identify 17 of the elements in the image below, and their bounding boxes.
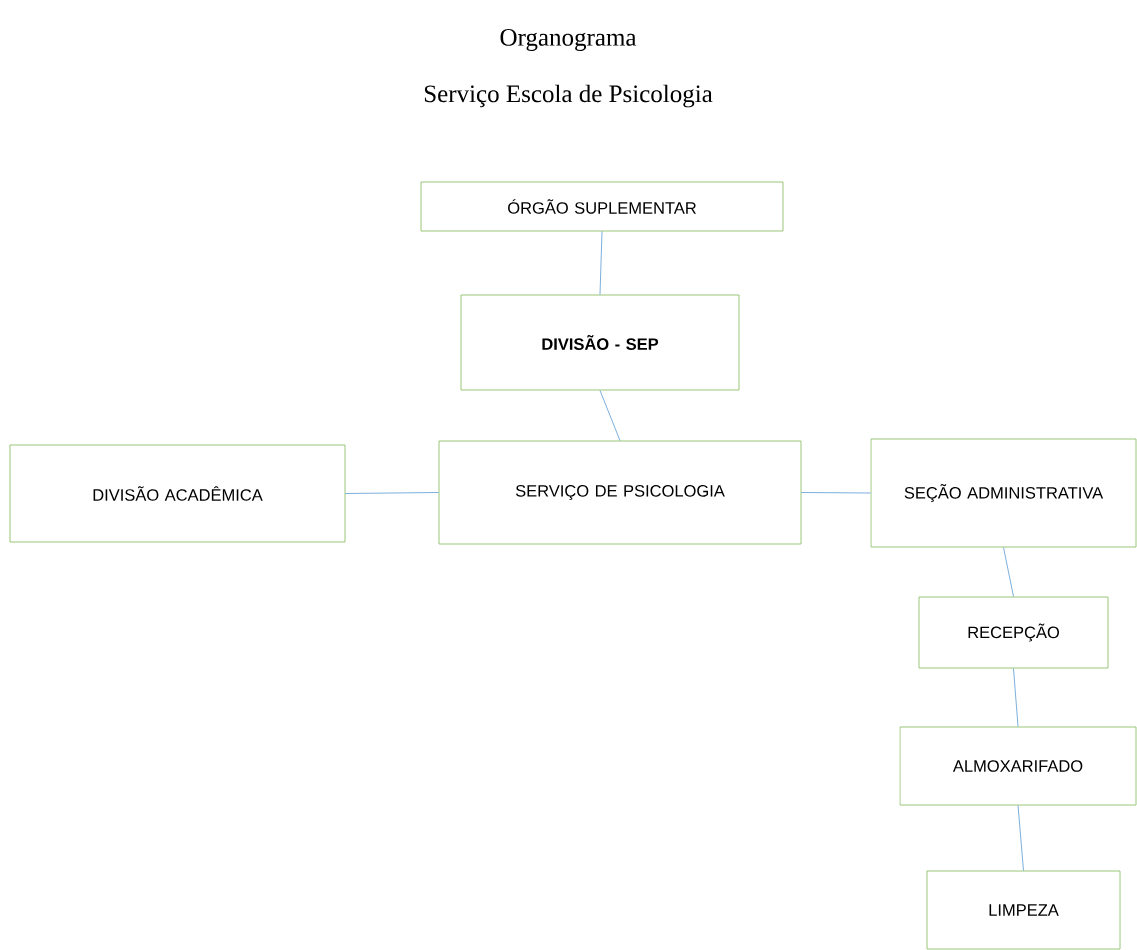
org-box: RECEPÇÃO (918, 596, 1109, 669)
connector-line (599, 231, 603, 295)
connector-line (1013, 668, 1019, 727)
org-box: DIVISÃO ACADÊMICA (9, 444, 346, 543)
org-box: ÓRGÃO SUPLEMENTAR (420, 181, 784, 232)
connector-line (599, 390, 621, 441)
org-box: SERVIÇO DE PSICOLOGIA (438, 440, 802, 545)
connector-line (345, 492, 439, 494)
org-box: SEÇÃO ADMINISTRATIVA (870, 438, 1137, 548)
connector-line (1003, 547, 1014, 597)
org-box: LIMPEZA (926, 870, 1121, 950)
subtitle: Serviço Escola de Psicologia (424, 84, 713, 108)
org-box: ALMOXARIFADO (899, 726, 1137, 806)
connector-line (1017, 805, 1024, 871)
connector-line (801, 492, 871, 494)
org-box: DIVISÃO - SEP (460, 294, 740, 391)
title: Organograma (500, 29, 637, 51)
